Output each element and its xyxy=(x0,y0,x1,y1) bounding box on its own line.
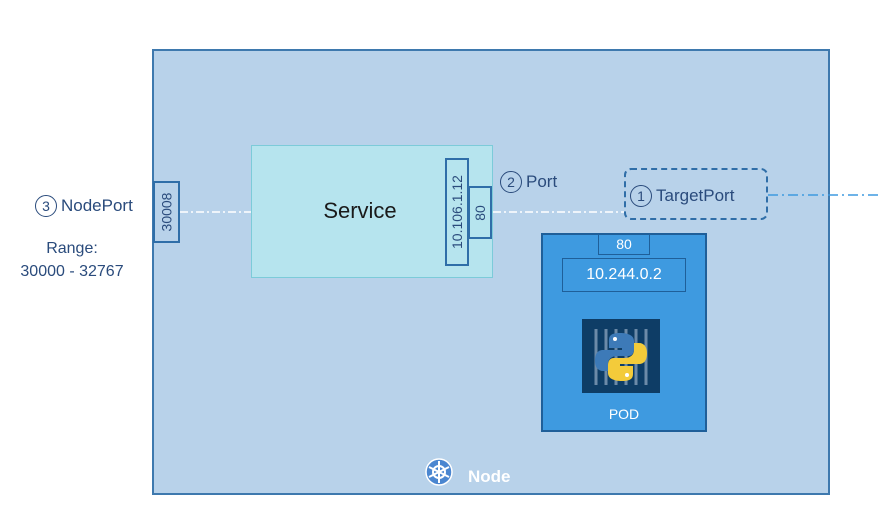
targetport-label: 1 TargetPort xyxy=(630,185,734,207)
service-port: 80 xyxy=(471,204,488,221)
service-cluster-ip-box: 10.106.1.12 xyxy=(445,158,469,266)
nodeport-number-circle: 3 xyxy=(35,195,57,217)
nodeport-range-label: Range: xyxy=(46,240,98,257)
service-box xyxy=(251,145,493,278)
service-cluster-ip: 10.106.1.12 xyxy=(449,175,465,249)
targetport-box xyxy=(624,168,768,220)
python-container-icon xyxy=(582,319,660,393)
kubernetes-wheel-icon xyxy=(424,457,454,487)
pod-label: POD xyxy=(608,406,640,422)
nodeport-value-box: 30008 xyxy=(153,181,180,243)
node-label: Node xyxy=(468,467,511,486)
port-label: 2 Port xyxy=(500,171,557,193)
port-number-circle: 2 xyxy=(500,171,522,193)
targetport-number-circle: 1 xyxy=(630,185,652,207)
nodeport-label-text: NodePort xyxy=(61,196,133,215)
service-label: Service xyxy=(323,198,397,223)
service-port-box: 80 xyxy=(468,186,492,239)
nodeport-value: 30008 xyxy=(158,192,175,232)
pod-ip: 10.244.0.2 xyxy=(562,258,686,292)
targetport-label-text: TargetPort xyxy=(656,186,735,205)
nodeport-label: 3 NodePort xyxy=(35,195,133,217)
nodeport-range: Range: 30000 - 32767 xyxy=(4,237,140,283)
nodeport-range-value: 30000 - 32767 xyxy=(20,263,124,280)
pod-port: 80 xyxy=(598,233,650,255)
port-label-text: Port xyxy=(526,172,558,191)
